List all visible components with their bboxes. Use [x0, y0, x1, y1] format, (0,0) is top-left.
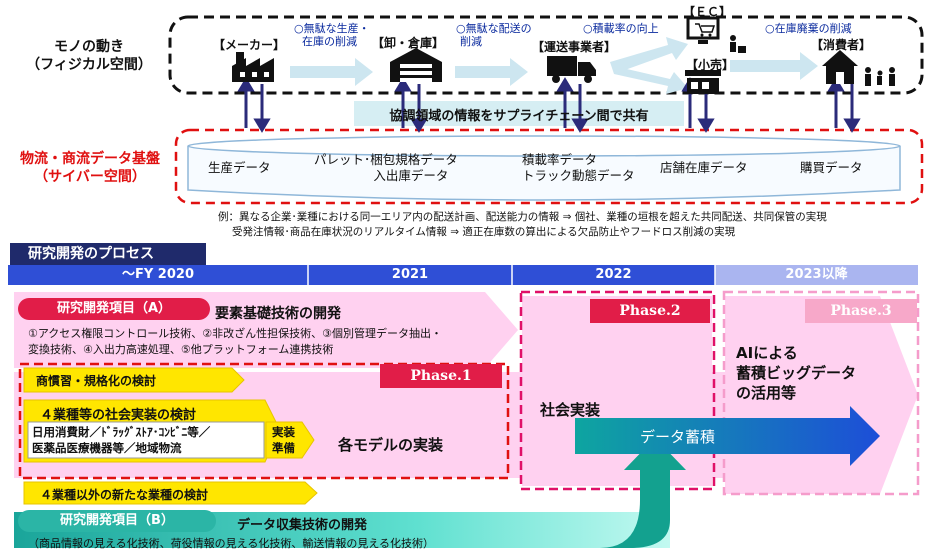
node-maker: 【メーカー】 [213, 38, 286, 52]
item-b-desc: （商品情報の見える化技術、荷役情報の見える化技術、輸送情報の見える化技術） [28, 537, 435, 550]
industries-line1: 日用消費財／ﾄﾞﾗｯｸﾞｽﾄｱ･ｺﾝﾋﾞﾆ等／ [32, 425, 211, 439]
prep-text: 実装 準備 [272, 424, 295, 456]
physical-title-line2: （フィジカル空間） [26, 57, 152, 73]
store-icon [685, 70, 721, 94]
example-line2: 受発注情報･商品在庫状況のリアルタイム情報 ⇒ 適正在庫数の算出による欠品防止や… [232, 226, 736, 238]
year-2021: 2021 [391, 267, 429, 282]
ai-line1: AIによる [736, 344, 798, 362]
note-delivery-line2: 削減 [460, 35, 482, 48]
flow-arrows [290, 37, 818, 94]
node-retail: 【小売】 [686, 58, 735, 72]
item-b-label: 研究開発項目（B） [18, 510, 216, 532]
data-accumulation-text: データ蓄積 [640, 428, 716, 446]
physical-title: モノの動き （フィジカル空間） [14, 38, 164, 74]
sync-arrows [237, 77, 861, 133]
node-consumer: 【消費者】 [811, 38, 872, 52]
rd-title: 研究開発のプロセス [10, 243, 206, 265]
data-accumulation-arrow [575, 406, 880, 466]
note-waste: ○在庫廃棄の削減 [765, 22, 852, 35]
phase2-label: Phase.2 [619, 303, 681, 319]
four-industries-text: ４業種等の社会実装の検討 [40, 408, 197, 423]
ai-text: AIによる 蓄積ビッグデータ の活用等 [736, 343, 856, 403]
note-delivery: ○無駄な配送の 削減 [456, 22, 532, 48]
industries-line2: 医薬品医療機器等／地域物流 [32, 441, 182, 455]
cyber-title-line2: （サイバー空間） [34, 169, 146, 185]
item-b-title: データ収集技術の開発 [237, 518, 368, 533]
item-a-label-text: 研究開発項目（A） [56, 301, 172, 316]
data-purchase: 購買データ [800, 160, 863, 175]
physical-space-box [168, 15, 924, 95]
note-production-line1: ○無駄な生産・ [294, 22, 370, 35]
database-cylinder [187, 135, 901, 201]
share-banner-text: 協調領域の情報をサプライチェーン間で共有 [389, 109, 649, 124]
physical-title-line1: モノの動き [54, 39, 124, 55]
note-production-line2: 在庫の削減 [302, 35, 357, 48]
data-pallet: パレット･梱包規格データ 入出庫データ [314, 152, 458, 184]
phase3-label: Phase.3 [830, 303, 892, 319]
item-a-desc-line2: 変換技術、④入出力高速処理、⑤他プラットフォーム連携技術 [28, 343, 334, 356]
phase1-box [18, 362, 510, 480]
rd-title-text: 研究開発のプロセス [28, 246, 154, 262]
cyber-title: 物流・商流データ基盤 （サイバー空間） [10, 150, 170, 186]
prep-line2: 準備 [272, 441, 295, 455]
data-production: 生産データ [208, 160, 271, 175]
ai-line2: 蓄積ビッグデータ [736, 364, 857, 382]
example-line1: 例：異なる企業･業種における同一エリア内の配送計画、配送能力の情報 ⇒ 個社、業… [218, 211, 827, 223]
phase3-box [722, 290, 920, 496]
item-a-desc-line1: ①アクセス権限コントロール技術、②非改ざん性担保技術、③個別管理データ抽出・ [28, 327, 443, 340]
note-load-rate: ○積載率の向上 [583, 22, 659, 35]
models-text: 各モデルの実装 [338, 436, 444, 454]
node-wholesale: 【卸・倉庫】 [372, 36, 445, 50]
node-ec: 【ＥＣ】 [683, 5, 732, 19]
data-load-rate: 積載率データ トラック動態データ [522, 152, 635, 184]
note-production: ○無駄な生産・ 在庫の削減 [294, 22, 370, 48]
warehouse-icon [390, 48, 442, 82]
cyber-title-line1: 物流・商流データ基盤 [20, 151, 160, 167]
node-transport: 【運送事業者】 [532, 40, 617, 54]
share-banner-box [354, 101, 684, 126]
item-a-label: 研究開発項目（A） [18, 298, 210, 320]
data-pallet-line2: 入出庫データ [373, 168, 449, 183]
ai-line3: の活用等 [736, 384, 797, 402]
social-implementation-text: 社会実装 [540, 401, 601, 419]
other-industries-text: ４業種以外の新たな業種の検討 [40, 488, 209, 502]
computer-cart-icon [686, 16, 746, 53]
year-2022: 2022 [595, 267, 632, 282]
phase1-label: Phase.1 [410, 368, 472, 384]
data-load-rate-line2: トラック動態データ [522, 168, 635, 183]
truck-icon [547, 56, 596, 83]
timeline-bar [8, 265, 918, 285]
standardization-text: 商慣習・規格化の検討 [36, 374, 157, 388]
data-store-stock: 店舗在庫データ [660, 160, 748, 175]
year-2023: 2023以降 [785, 267, 848, 282]
note-delivery-line1: ○無駄な配送の [456, 22, 532, 35]
data-load-rate-line1: 積載率データ [522, 152, 598, 167]
data-pallet-line1: パレット･梱包規格データ [314, 152, 458, 167]
factory-icon [232, 52, 274, 82]
item-b-label-text: 研究開発項目（B） [60, 513, 174, 528]
industries-list: 日用消費財／ﾄﾞﾗｯｸﾞｽﾄｱ･ｺﾝﾋﾞﾆ等／ 医薬品医療機器等／地域物流 [32, 424, 210, 456]
prep-line1: 実装 [272, 425, 295, 439]
item-a-title: 要素基礎技術の開発 [215, 306, 341, 322]
house-family-icon [822, 50, 895, 86]
year-2020: ～FY 2020 [121, 267, 194, 282]
